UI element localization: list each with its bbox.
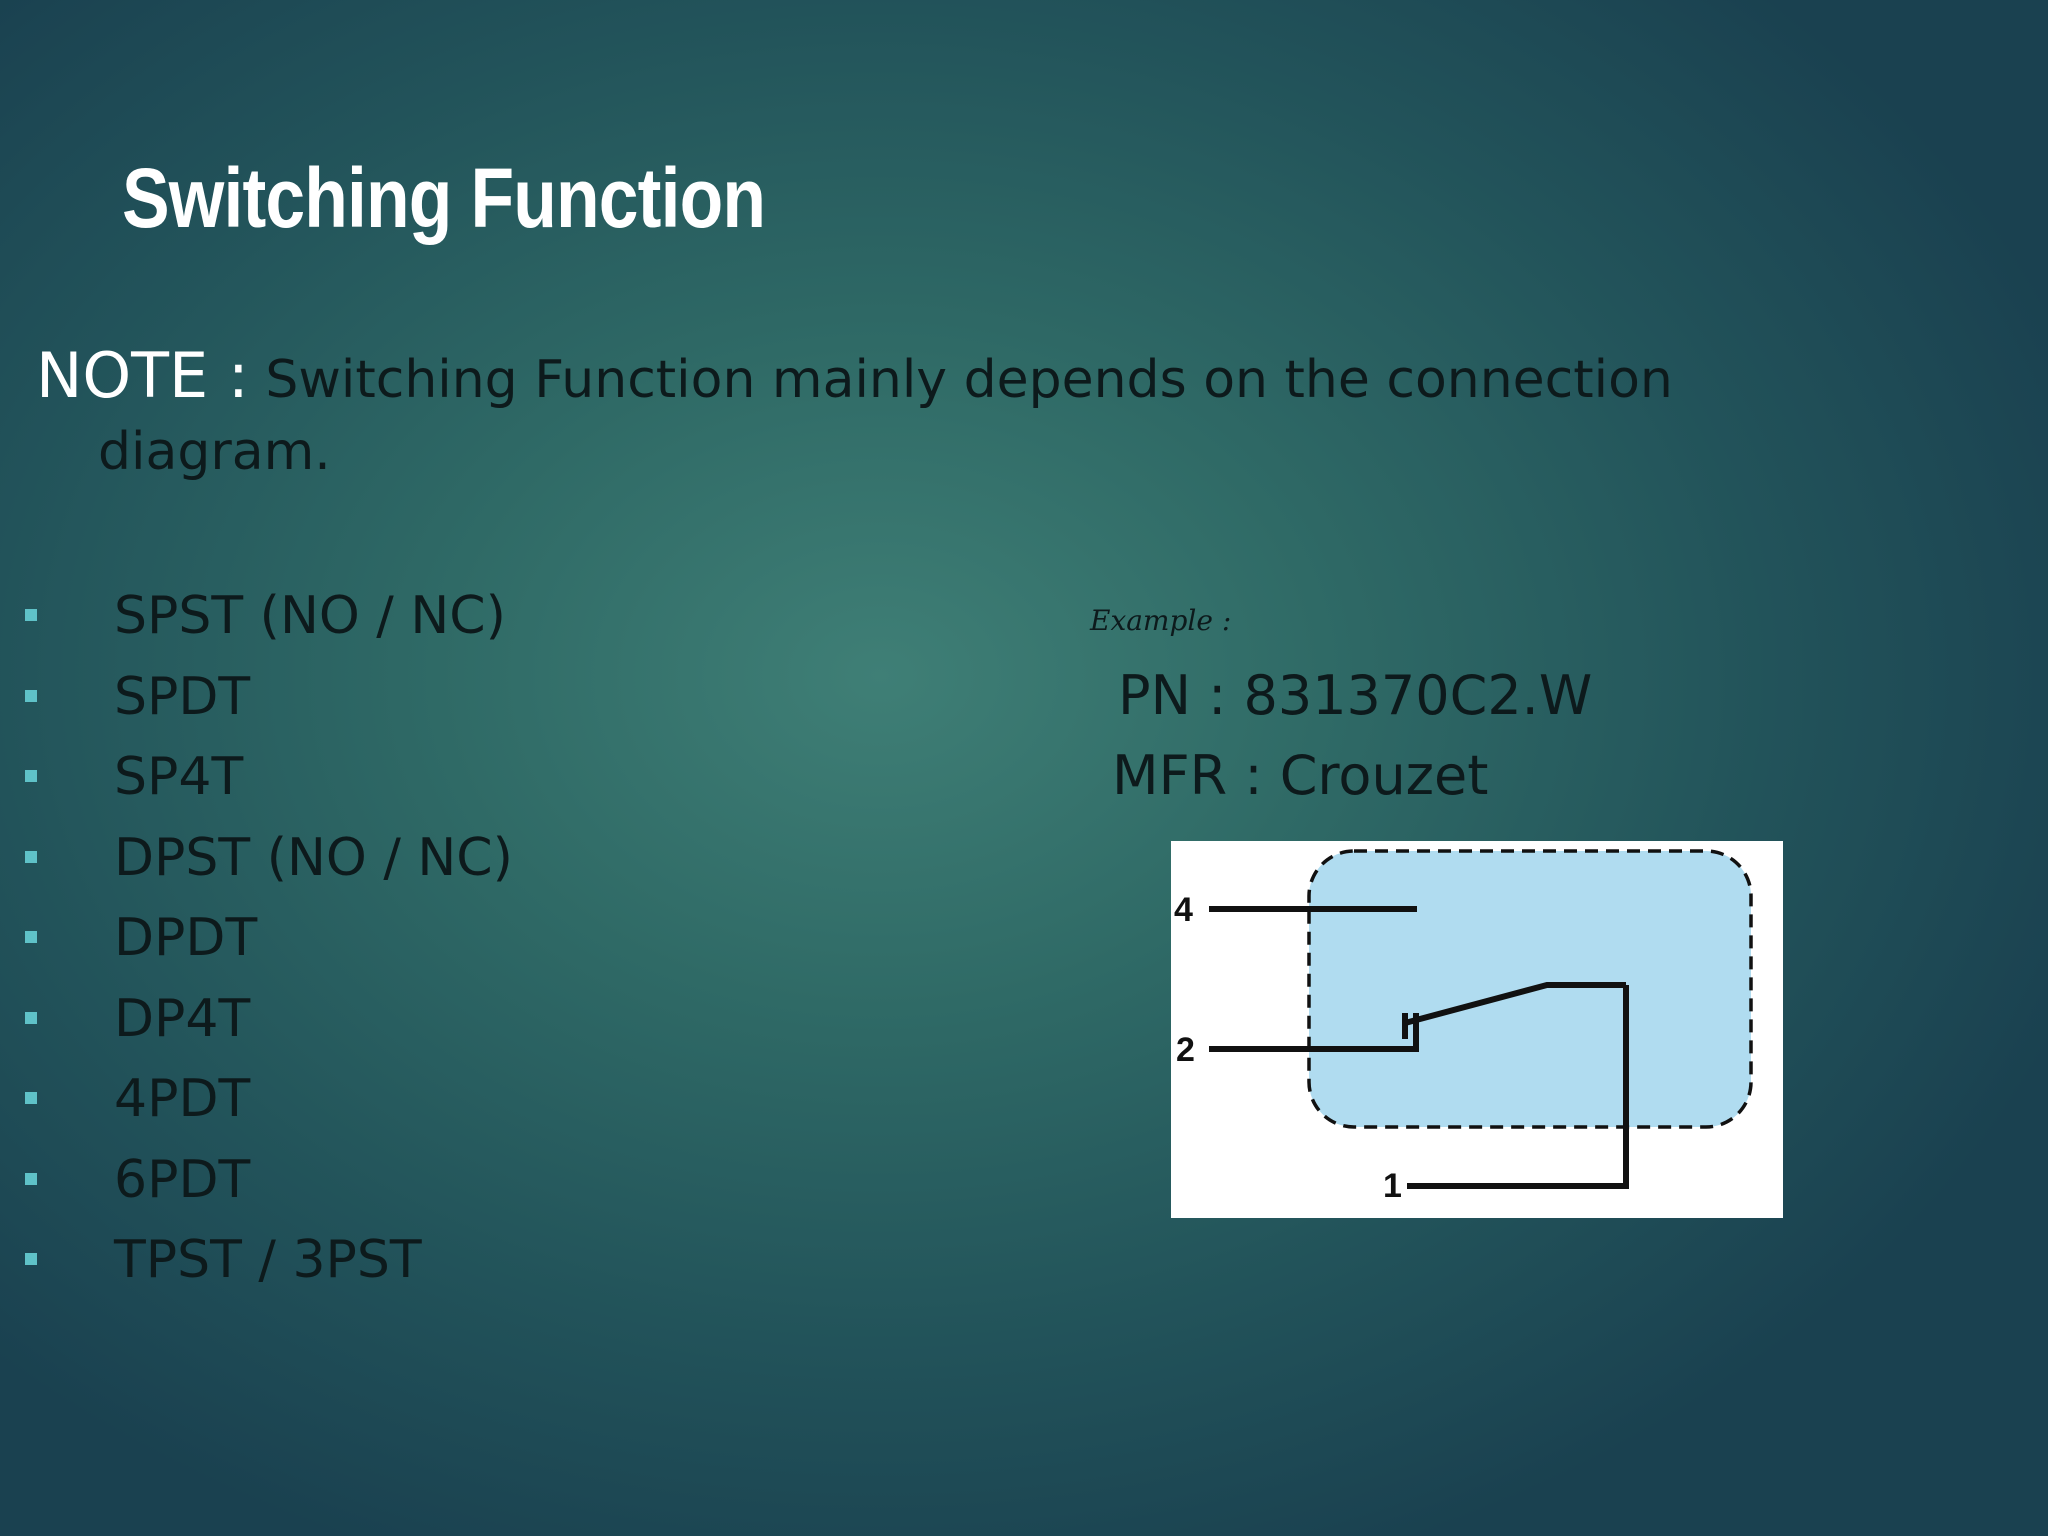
bullet-square-icon: [25, 850, 37, 863]
list-item-label: SP4T: [114, 747, 244, 807]
list-item-label: 4PDT: [114, 1069, 251, 1129]
list-item-label: SPDT: [114, 666, 251, 727]
list-item-label: TPST / 3PST: [114, 1230, 422, 1290]
bullet-square-icon: [25, 1011, 37, 1024]
slide-title: Switching Function: [122, 151, 766, 245]
note-text: Switching Function mainly depends on the…: [98, 350, 1673, 482]
bullet-square-icon: [25, 931, 37, 943]
bullet-square-icon: [25, 609, 37, 621]
example-label: Example :: [1090, 604, 1232, 637]
bullet-square-icon: [25, 1253, 37, 1265]
pin-label-4: 4: [1174, 891, 1193, 929]
pin-label-1: 1: [1383, 1167, 1402, 1205]
list-item-label: DP4T: [114, 988, 251, 1049]
part-number: PN : 831370C2.W: [1118, 664, 1593, 727]
switch-lever: [1404, 982, 1626, 1026]
list-item-label: SPST (NO / NC): [114, 586, 506, 646]
bullet-square-icon: [25, 1172, 37, 1185]
manufacturer: MFR : Crouzet: [1112, 744, 1489, 807]
list-item-label: DPST (NO / NC): [114, 827, 513, 888]
note-paragraph: NOTE : Switching Function mainly depends…: [36, 340, 1798, 488]
connection-diagram: 4 2 1: [1171, 841, 1783, 1218]
list-item-label: DPDT: [114, 908, 258, 968]
pin-1-wire: [1407, 985, 1629, 1189]
pin-label-2: 2: [1176, 1031, 1195, 1069]
pin-2-wire: [1209, 1013, 1419, 1052]
bullet-square-icon: [25, 770, 37, 782]
bullet-square-icon: [25, 689, 37, 702]
connection-diagram-svg: 4 2 1: [1174, 849, 1753, 1205]
note-label: NOTE :: [36, 339, 249, 412]
list-item-label: 6PDT: [114, 1149, 251, 1210]
bullet-square-icon: [25, 1092, 37, 1104]
